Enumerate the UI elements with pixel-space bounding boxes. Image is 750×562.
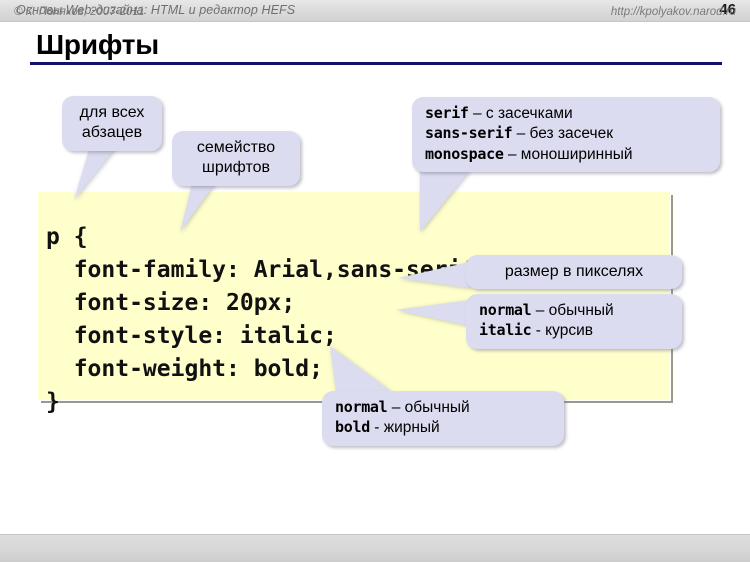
callout-font-style-row-italic: italic - курсив [479, 321, 669, 341]
code-text: p { font-family: Arial,sans-serif; font-… [46, 224, 490, 415]
callout-font-style-row-normal: normal – обычный [479, 301, 669, 321]
callout-all-paragraphs-line2: абзацев [81, 124, 143, 142]
footer-copyright: © К. Поляков, 2007-2011 [14, 6, 145, 18]
code-style-italic: italic [479, 321, 532, 340]
callout-font-weight: normal – обычный bold - жирный [322, 391, 564, 446]
callout-font-weight-row-bold: bold - жирный [335, 418, 551, 438]
callout-font-style: normal – обычный italic - курсив [466, 294, 682, 349]
callout-all-paragraphs: для всех абзацев [62, 96, 162, 151]
code-monospace: monospace [425, 144, 504, 163]
title-divider [30, 62, 722, 65]
footer-url[interactable]: http://kpolyakov.narod.ru [610, 6, 736, 18]
callout-font-family-line2: шрифтов [201, 159, 271, 177]
desc-weight-bold: - жирный [369, 419, 440, 437]
callout-font-family-line1: семейство [196, 139, 276, 156]
footer-bar [0, 534, 750, 562]
callout-font-weight-row-normal: normal – обычный [335, 398, 551, 418]
desc-monospace: – моноширинный [503, 145, 633, 163]
page-title: Шрифты [36, 29, 160, 60]
callout-generic-row-serif: serif – с засечками [425, 104, 707, 124]
desc-weight-normal: – обычный [387, 399, 470, 416]
desc-style-normal: – обычный [531, 302, 614, 319]
desc-serif: – с засечками [468, 105, 573, 122]
desc-sans-serif: – без засечек [512, 125, 614, 143]
code-sans-serif: sans-serif [425, 124, 513, 143]
header-bar [0, 0, 750, 22]
callout-generic-row-sans-serif: sans-serif – без засечек [425, 124, 707, 144]
code-weight-bold: bold [335, 418, 370, 437]
callout-size-pixels: размер в пикселях [466, 255, 682, 290]
page-number: 46 [719, 1, 736, 18]
header-title: Основы Web-дизайна: HTML и редактор HEFS [16, 3, 296, 17]
desc-style-italic: - курсив [531, 322, 593, 340]
code-serif: serif [425, 104, 469, 122]
callout-generic-families: serif – с засечками sans-serif – без зас… [412, 97, 720, 173]
code-style-normal: normal [479, 301, 532, 319]
code-weight-normal: normal [335, 398, 388, 416]
callout-all-paragraphs-line1: для всех [79, 104, 145, 121]
callout-size-pixels-text: размер в пикселях [504, 263, 644, 280]
callout-font-family: семейство шрифтов [172, 131, 300, 186]
callout-generic-row-monospace: monospace – моноширинный [425, 145, 707, 165]
